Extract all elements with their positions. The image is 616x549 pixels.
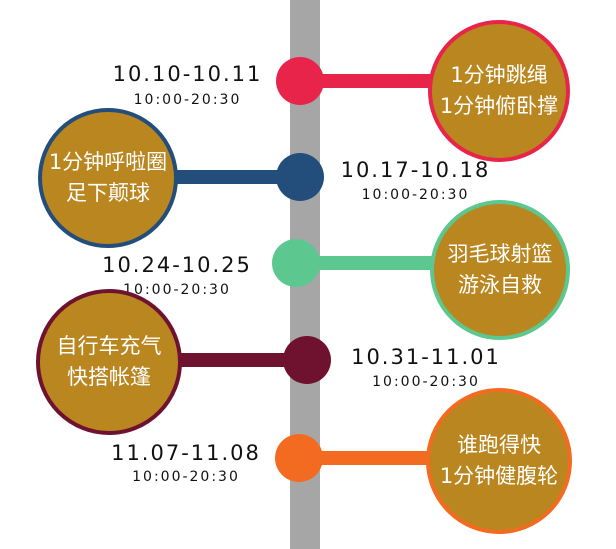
event-5-line-1: 谁跑得快 (457, 433, 541, 457)
event-4-line-1: 自行车充气 (56, 334, 162, 358)
event-circle-1: 1分钟跳绳 1分钟俯卧撑 (428, 20, 570, 162)
event-circle-2: 1分钟呼啦圈 足下颠球 (38, 108, 178, 248)
event-4-date: 10.31-11.01 (351, 345, 501, 369)
connector-3 (300, 256, 450, 270)
event-3-time: 10:00-20:30 (123, 282, 231, 298)
timeline-node-5 (275, 434, 323, 482)
event-4-line-2: 快搭帐篷 (67, 365, 151, 389)
event-1-date: 10.10-10.11 (112, 62, 263, 86)
event-2-line-1: 1分钟呼啦圈 (48, 150, 168, 174)
event-5-line-2: 1分钟健腹轮 (439, 464, 559, 488)
event-3-date: 10.24-10.25 (102, 253, 252, 277)
event-5-date: 11.07-11.08 (111, 441, 261, 465)
timeline-node-2 (276, 153, 324, 201)
event-2-line-2: 足下颠球 (66, 181, 150, 205)
event-3-line-2: 游泳自救 (458, 273, 542, 297)
connector-1 (300, 74, 450, 88)
event-1-line-2: 1分钟俯卧撑 (439, 94, 559, 118)
connector-4 (160, 353, 300, 367)
event-2-time: 10:00-20:30 (361, 187, 470, 203)
event-circle-4: 自行车充气 快搭帐篷 (36, 289, 182, 435)
event-circle-3: 羽毛球射篮 游泳自救 (430, 200, 570, 340)
event-circle-5: 谁跑得快 1分钟健腹轮 (426, 388, 572, 534)
connector-2 (160, 170, 300, 184)
event-3-line-1: 羽毛球射篮 (447, 242, 553, 266)
event-1-time: 10:00-20:30 (133, 92, 242, 108)
event-5-time: 10:00-20:30 (132, 469, 240, 485)
event-4-time: 10:00-20:30 (372, 374, 480, 390)
timeline-node-3 (272, 239, 320, 287)
timeline-node-4 (283, 336, 331, 384)
timeline-node-1 (276, 57, 324, 105)
event-2-date: 10.17-10.18 (340, 158, 491, 182)
connector-5 (300, 451, 450, 465)
event-1-line-1: 1分钟跳绳 (450, 63, 548, 87)
